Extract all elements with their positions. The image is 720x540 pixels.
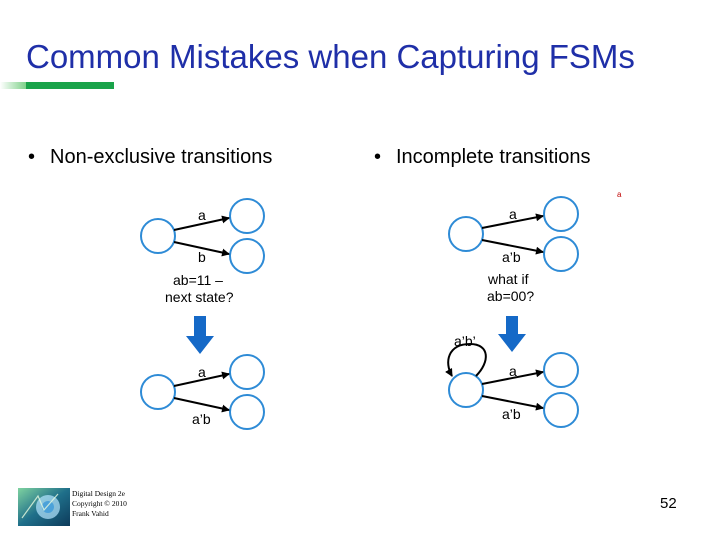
bullet-marker: • [28,146,36,168]
transition-label-a-not-b: a’b [192,411,211,427]
bullet-marker: • [374,146,382,168]
transition-arrow [481,239,544,255]
book-credits: Digital Design 2e Copyright © 2010 Frank… [72,489,127,519]
state-circle [543,352,579,388]
transition-arrow [481,213,544,229]
slide-title: Common Mistakes when Capturing FSMs [26,38,635,75]
question-line-2: ab=00? [487,288,534,304]
state-circle [543,236,579,272]
transition-label-a: a [509,363,517,379]
transition-arrow [481,395,544,411]
transition-label-b: b [198,249,206,265]
right-bottom-fsm: a’b’ a a’b [445,333,579,428]
state-circle [229,394,265,430]
transition-arrow [173,241,230,257]
stray-mark: a [617,190,622,199]
transition-arrow [173,397,230,413]
question-line-1: what if [487,271,529,287]
state-circle [543,392,579,428]
state-circle [448,372,484,408]
bullet-incomplete: • Incomplete transitions [374,146,591,169]
left-bottom-fsm: a a’b [140,354,265,430]
credit-line: Digital Design 2e [72,489,125,498]
bullet-text: Non-exclusive transitions [50,146,273,168]
transition-arrow [173,371,230,387]
book-cover-logo [18,488,70,526]
transition-label-a-not-b: a’b [502,249,521,265]
down-arrow-icon [186,316,214,354]
transition-label-a: a [509,206,517,222]
state-circle [229,354,265,390]
state-circle [229,198,265,234]
transition-arrow [481,369,544,385]
title-underline-fade [0,82,26,89]
transition-arrow [173,215,230,231]
bullet-text: Incomplete transitions [396,146,591,168]
state-circle [140,374,176,410]
credit-line: Copyright © 2010 [72,499,127,508]
question-line-2: next state? [165,289,234,305]
credit-line: Frank Vahid [72,509,109,518]
state-circle [140,218,176,254]
page-number: 52 [660,495,677,512]
right-top-fsm: a a’b what if ab=00? [448,196,579,304]
title-underline [26,82,114,89]
self-loop-arrow [445,342,487,377]
transition-label-a: a [198,364,206,380]
state-circle [543,196,579,232]
question-line-1: ab=11 – [173,272,223,288]
state-circle [229,238,265,274]
left-top-fsm: a b ab=11 – next state? [140,198,265,305]
transition-label-a-not-b: a’b [502,406,521,422]
self-loop-label: a’b’ [454,333,476,349]
down-arrow-icon [498,316,526,352]
transition-label-a: a [198,207,206,223]
state-circle [448,216,484,252]
bullet-non-exclusive: • Non-exclusive transitions [28,146,272,169]
